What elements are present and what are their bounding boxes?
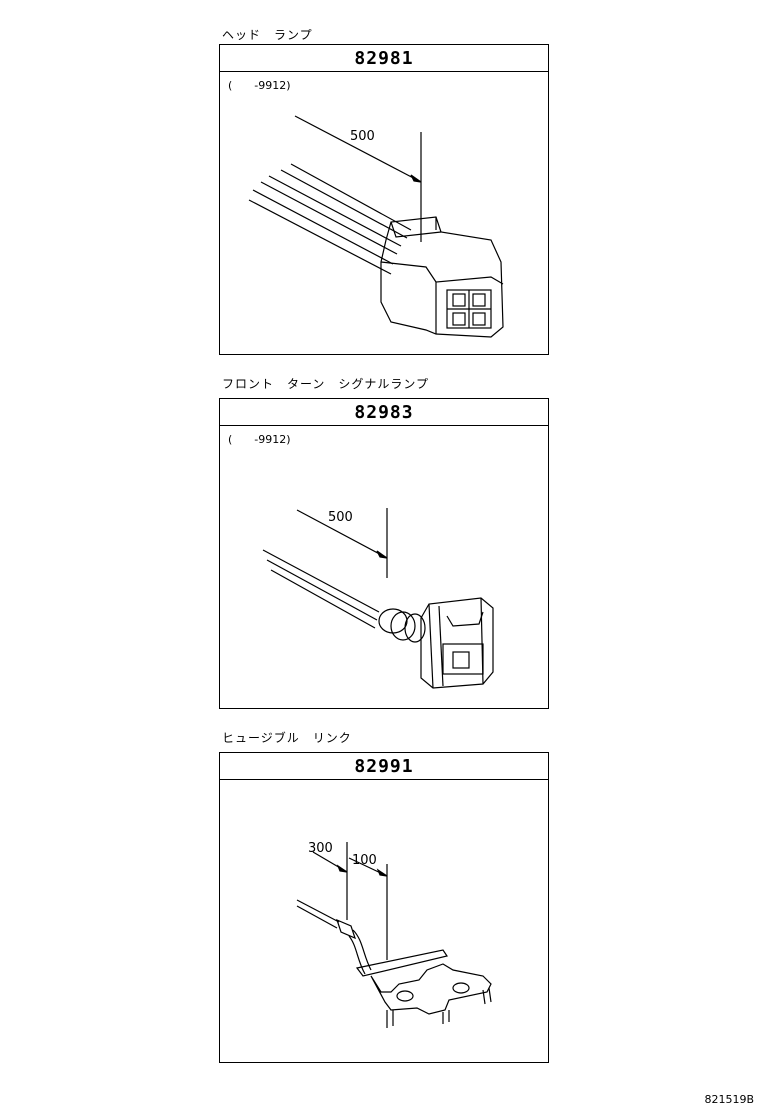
turn-signal-connector-drawing [262,508,494,689]
part-number[interactable]: 82983 [220,399,548,426]
part-box-front-turn-signal: 82983 ( -9912) 500 [219,398,549,709]
fusible-link-drawing [296,842,492,1028]
diagram-code: 821519B [704,1093,754,1106]
part-number[interactable]: 82981 [220,45,548,72]
dimension-label-300: 300 [308,841,333,856]
model-range: ( -9912) [228,79,291,92]
dimension-label-100: 100 [352,853,377,868]
dimension-label: 500 [350,129,375,144]
dimension-label: 500 [328,510,353,525]
part-box-fusible-link: 82991 300 10 [219,752,549,1063]
headlamp-connector-drawing [248,115,504,338]
caption-headlamp: ヘッド ランプ [222,28,313,42]
model-range: ( -9912) [228,433,291,446]
caption-fusible-link: ヒュージブル リンク [222,731,352,745]
part-number[interactable]: 82991 [220,753,548,780]
part-box-headlamp: 82981 ( -9912) [219,44,549,355]
caption-front-turn-signal: フロント ターン シグナルランプ [222,377,430,391]
